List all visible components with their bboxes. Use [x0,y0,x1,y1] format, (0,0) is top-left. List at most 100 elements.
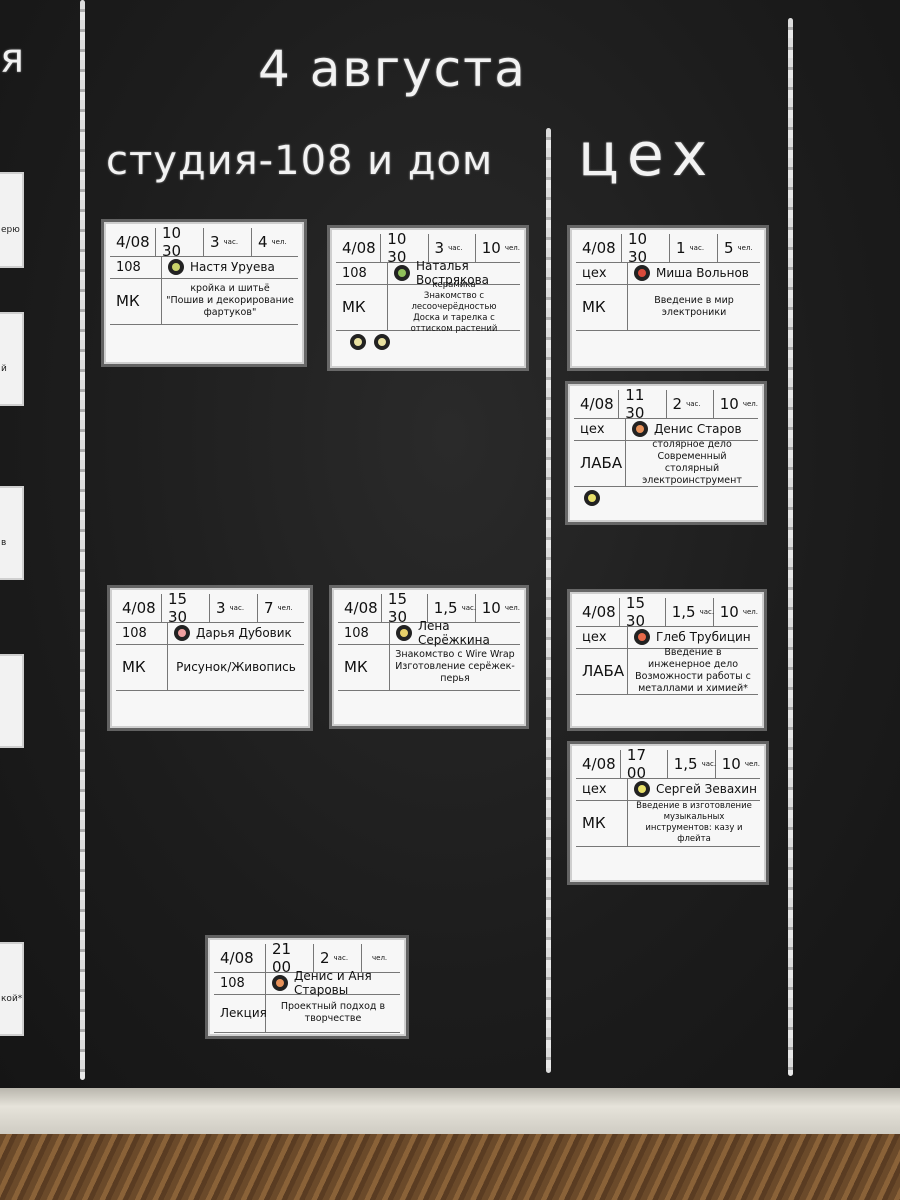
card-host: Настя Уруева [190,260,275,274]
card-description: Рисунок/Живопись [176,660,296,674]
card-location: цех [576,626,628,648]
card-host: Денис Старов [654,422,742,436]
card-type: МК [110,278,162,324]
card-duration: 3 [434,239,445,257]
card-host: Глеб Трубицин [656,630,751,644]
card-duration: 2 [672,395,683,413]
left-edge-letter: я [0,36,27,82]
participant-sticker-icon [584,490,600,506]
card-host: Дарья Дубовик [196,626,292,640]
card-location: цех [576,262,628,284]
card-host: Миша Вольнов [656,266,749,280]
card-time: 10 30 [381,230,429,266]
card-date: 4/08 [116,594,162,622]
card-location: цех [574,418,626,440]
card-count: 10 [481,239,501,257]
edge-card: кой* [0,942,24,1036]
card-duration: 1,5 [433,599,458,617]
card-duration: 1 [676,239,686,257]
chalkboard: 4 августа я студия-108 и дом цех ерю й в… [0,0,900,1090]
card-date: 4/08 [110,228,156,256]
master-sticker-icon [272,975,288,991]
card-description: столярное дело Современный столярный эле… [642,439,742,486]
master-sticker-icon [394,265,410,281]
card-date: 4/08 [214,944,266,972]
master-sticker-icon [634,781,650,797]
card-count: 7 [264,599,274,617]
card-location: 108 [110,256,162,278]
chalk-divider-right [788,18,793,1076]
card-date: 4/08 [576,234,622,262]
master-sticker-icon [396,625,412,641]
column-title-studio: студия-108 и дом [106,138,494,184]
date-heading: 4 августа [258,40,527,98]
card-host: Лена Серёжкина [418,619,490,647]
card-count: 5 [724,239,734,257]
card-location: цех [576,778,628,800]
card-type: МК [338,644,390,690]
card-location: 108 [214,972,266,994]
board-frame [0,1088,900,1134]
card-time: 10 30 [622,230,670,266]
card-host: Сергей Зевахин [656,782,757,796]
card-host: Денис и Аня Старовы [294,969,372,997]
card-time: 17 00 [621,746,668,782]
card-duration: 1,5 [673,755,698,773]
card-date: 4/08 [338,594,382,622]
card-duration: 2 [320,949,330,967]
card-type: ЛАБА [576,648,628,694]
card-duration: 3 [210,233,220,251]
card-count: 10 [719,395,739,413]
card-type: МК [116,644,168,690]
card-description: Введение в изготовление музыкальных инст… [636,801,752,844]
card-location: 108 [336,262,388,284]
card-description: кройка и шитьё "Пошив и декорирование фа… [166,283,294,318]
chalk-divider-left [80,0,85,1080]
card-type: ЛАБА [574,440,626,486]
card-count: 10 [719,603,739,621]
participant-sticker-icon [374,334,390,350]
card-date: 4/08 [576,750,621,778]
card-date: 4/08 [576,598,620,626]
card-time: 11 30 [619,386,667,422]
card-type: Лекция [214,994,267,1032]
column-title-workshop: цех [578,120,716,190]
card-count: 10 [481,599,501,617]
floor [0,1134,900,1200]
chalk-divider-middle [546,128,551,1073]
card-time: 10 30 [156,224,204,260]
card-date: 4/08 [574,390,620,418]
card-type: МК [336,284,388,330]
card-duration: 1,5 [671,603,696,621]
card-description: Введение в мир электроники [654,295,734,318]
card-count: 10 [721,755,741,773]
card-location: 108 [116,622,168,644]
edge-card: в [0,486,24,580]
master-sticker-icon [632,421,648,437]
card-location: 108 [338,622,390,644]
card-time: 21 00 [266,940,314,976]
card-type: МК [576,284,628,330]
master-sticker-icon [634,629,650,645]
card-description: Знакомство с Wire Wrap Изготовление серё… [395,649,515,684]
card-type: МК [576,800,628,846]
card-host: Наталья Вострякова [416,259,490,287]
card-description: Введение в инженерное дело Возможности р… [635,647,751,694]
card-time: 15 30 [620,594,666,630]
card-time: 15 30 [162,590,210,626]
card-duration: 3 [216,599,226,617]
edge-card [0,654,24,748]
edge-card: ерю [0,172,24,268]
card-description: керамика Знакомство с лесоочерёдностью Д… [410,279,498,334]
card-date: 4/08 [336,234,382,262]
master-sticker-icon [168,259,184,275]
